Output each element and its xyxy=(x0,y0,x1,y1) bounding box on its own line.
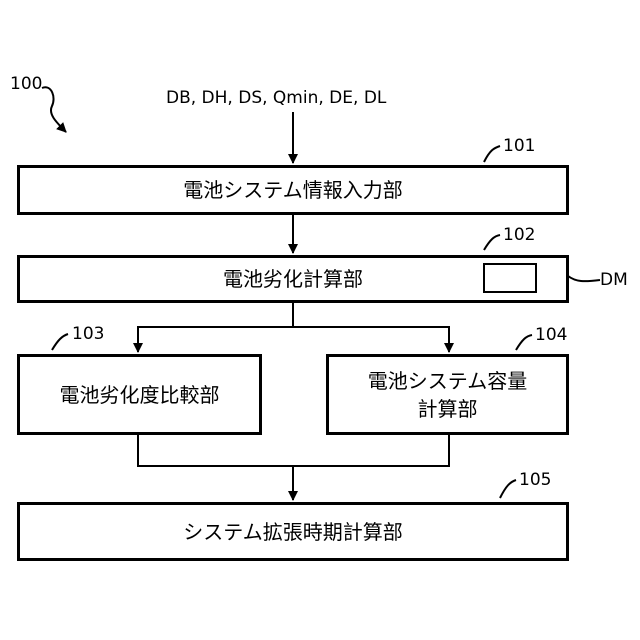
block-101-label: 電池システム情報入力部 xyxy=(183,176,402,204)
input-signals-label: DB, DH, DS, Qmin, DE, DL xyxy=(166,88,386,108)
leader-105 xyxy=(500,480,516,498)
dm-label: DM xyxy=(600,270,628,290)
block-104-ref: 104 xyxy=(535,325,567,345)
connector-merge xyxy=(138,435,449,466)
block-105-label: システム拡張時期計算部 xyxy=(183,518,402,546)
connector-102-split xyxy=(138,303,293,352)
leader-104 xyxy=(516,335,532,350)
block-101-ref: 101 xyxy=(503,136,535,156)
block-battery-system-capacity-calc: 電池システム容量 計算部 xyxy=(326,354,569,435)
block-battery-system-info-input: 電池システム情報入力部 xyxy=(17,165,569,215)
block-104-label-line2: 計算部 xyxy=(418,395,478,423)
block-102-label: 電池劣化計算部 xyxy=(223,265,363,293)
block-103-label: 電池劣化度比較部 xyxy=(60,381,220,409)
block-104-label-line1: 電池システム容量 xyxy=(368,367,527,395)
leader-100 xyxy=(42,87,66,132)
leader-102 xyxy=(484,235,500,250)
block-battery-degradation-compare: 電池劣化度比較部 xyxy=(17,354,262,435)
leader-101 xyxy=(484,146,500,162)
block-105-ref: 105 xyxy=(519,470,551,490)
block-102-ref: 102 xyxy=(503,225,535,245)
block-system-expansion-timing-calc: システム拡張時期計算部 xyxy=(17,502,569,561)
dm-component xyxy=(483,263,537,293)
connector-102-to-104 xyxy=(293,327,449,352)
figure-ref-label: 100 xyxy=(10,74,42,94)
leader-103 xyxy=(52,334,68,350)
block-103-ref: 103 xyxy=(72,324,104,344)
